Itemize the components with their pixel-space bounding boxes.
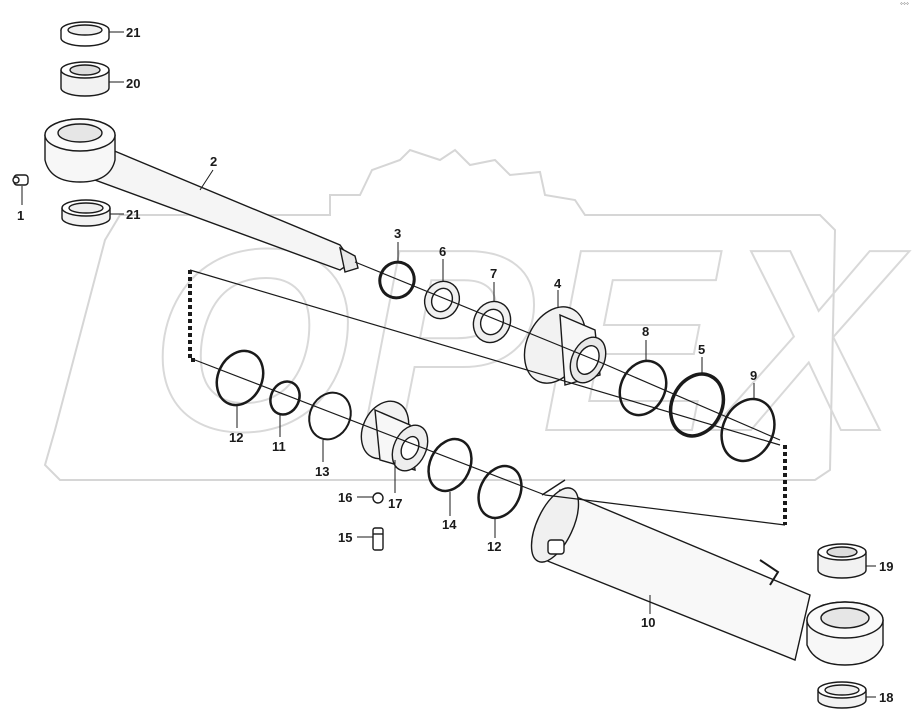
label-17: 17 [388,496,402,511]
head-outer-ring [720,397,776,463]
upper-bushing-seal [60,21,110,47]
label-3: 3 [394,226,401,241]
label-13: 13 [315,464,329,479]
label-9: 9 [750,368,757,383]
label-4: 4 [554,276,562,291]
label-5: 5 [698,342,705,357]
label-21-lower: 21 [126,207,140,222]
label-18: 18 [879,690,893,705]
label-11: 11 [272,439,286,454]
label-2: 2 [210,154,217,169]
label-16: 16 [338,490,352,505]
callout-labels: 21 20 2 1 21 3 6 7 4 8 5 9 12 11 13 17 1… [17,25,893,705]
label-1: 1 [17,208,24,223]
label-7: 7 [490,266,497,281]
piston [360,400,429,472]
label-8: 8 [642,324,649,339]
base-bushing [817,543,867,579]
upper-bushing [60,61,110,97]
label-21-upper: 21 [126,25,140,40]
label-12-left: 12 [229,430,243,445]
label-20: 20 [126,76,140,91]
wear-ring-left [215,349,265,407]
lower-eye-seal [61,199,111,227]
wiper-seal [423,280,461,320]
piston-o-ring [269,380,301,416]
set-screw [372,527,384,551]
wear-ring-right [477,464,523,520]
leader-lines [21,31,876,698]
label-6: 6 [439,244,446,259]
label-15: 15 [338,530,352,545]
label-14: 14 [442,517,457,532]
piston-backup-ring [308,391,352,441]
watermark-gear-icon [43,148,837,481]
base-bushing-seal [817,681,867,709]
assembly-axes [188,261,787,526]
cylinder-head [523,306,607,386]
label-10: 10 [641,615,655,630]
piston-seal [427,437,473,493]
steel-ball [372,492,384,504]
cylinder-tube [530,479,884,666]
label-12-right: 12 [487,539,501,554]
corner-mark: °°° [900,2,909,9]
head-o-ring [618,359,668,417]
grease-nipple [12,174,29,186]
piston-rod [44,118,359,273]
label-19: 19 [879,559,893,574]
